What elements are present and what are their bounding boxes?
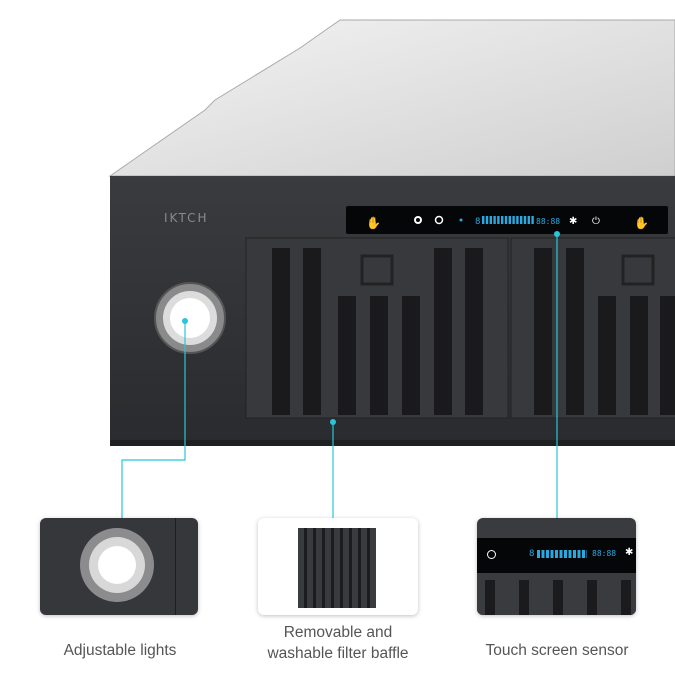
filter-slot bbox=[465, 248, 483, 415]
power-icon[interactable]: ⏻ bbox=[592, 216, 600, 227]
filter-slot bbox=[272, 248, 290, 415]
speed-bar-segment bbox=[523, 216, 527, 224]
filter-slots bbox=[272, 248, 675, 415]
speed-bar-segment bbox=[512, 216, 515, 224]
level-digit: 8 bbox=[475, 217, 480, 227]
speed-bar-segment bbox=[531, 216, 534, 224]
speed-bar-segment bbox=[527, 216, 530, 224]
speed-bar bbox=[537, 550, 587, 558]
feature-card-filter bbox=[258, 518, 418, 615]
filter-slot bbox=[402, 296, 420, 415]
speed-bar-segment bbox=[508, 216, 511, 224]
speed-bar-segment bbox=[485, 216, 489, 224]
speed-bar-segment bbox=[497, 216, 500, 224]
brand-logo: IKTCH bbox=[164, 211, 209, 225]
timer-icon[interactable] bbox=[434, 215, 444, 225]
caption-filter: Removable and washable filter baffle bbox=[238, 622, 438, 664]
fan-icon[interactable]: ✱ bbox=[569, 216, 577, 227]
timer-icon bbox=[487, 550, 496, 559]
light-lamp[interactable] bbox=[170, 298, 210, 338]
hood-top-steel bbox=[108, 19, 675, 177]
filter-slot bbox=[566, 248, 584, 415]
filter-slot bbox=[434, 248, 452, 415]
time-display: 88:88 bbox=[592, 549, 617, 558]
speed-bar-segment bbox=[504, 216, 508, 224]
light-closeup bbox=[98, 546, 136, 584]
dot-icon bbox=[459, 218, 463, 222]
filter-slot bbox=[338, 296, 356, 415]
caption-touch: Touch screen sensor bbox=[485, 642, 629, 659]
filter-slot bbox=[534, 248, 552, 415]
caption-lights: Adjustable lights bbox=[63, 642, 177, 659]
time-display: 88:88 bbox=[536, 217, 560, 226]
speed-bar-segment bbox=[501, 216, 504, 224]
caption-filter-line1: Removable and bbox=[283, 624, 393, 641]
light-plus-icon[interactable]: ✋ bbox=[366, 216, 381, 230]
feature-card-lights bbox=[40, 518, 198, 615]
speed-bar bbox=[482, 216, 534, 224]
filter-handle-icon[interactable] bbox=[360, 254, 394, 286]
filter-slot bbox=[598, 296, 616, 415]
speed-bar-segment bbox=[489, 216, 492, 224]
callout-lines bbox=[121, 234, 558, 518]
lamp-icon[interactable] bbox=[414, 216, 422, 224]
light-minus-icon[interactable]: ✋ bbox=[634, 216, 649, 230]
speed-bar-segment bbox=[493, 216, 496, 224]
filter-slot bbox=[370, 296, 388, 415]
speed-bar-segment bbox=[516, 216, 519, 224]
speed-bar-segment bbox=[520, 216, 523, 224]
fan-icon: ✱ bbox=[625, 547, 634, 558]
filter-handle-icon[interactable] bbox=[621, 254, 655, 286]
feature-card-touch: 8 88:88 ✱ bbox=[477, 518, 636, 615]
filter-slot bbox=[303, 248, 321, 415]
filter-slot bbox=[630, 296, 648, 415]
filter-slot bbox=[660, 296, 675, 415]
filter-closeup bbox=[298, 528, 376, 608]
caption-filter-line2: washable filter baffle bbox=[267, 645, 409, 662]
speed-bar-segment bbox=[482, 216, 485, 224]
level-digit: 8 bbox=[529, 549, 535, 559]
